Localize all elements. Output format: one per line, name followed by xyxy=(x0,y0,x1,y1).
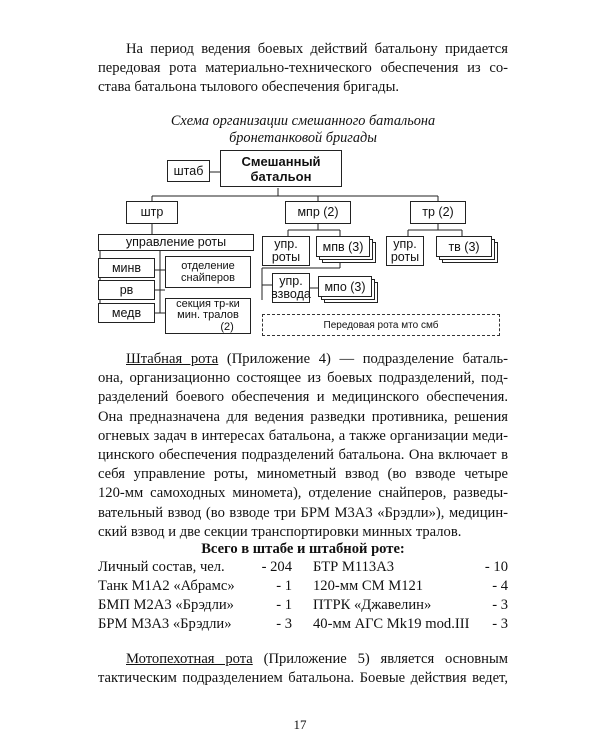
hq-line-2: разделений боевого обеспечения и медицин… xyxy=(98,389,508,406)
intro-line-2: передовая рота материально-технического … xyxy=(98,60,508,77)
root-label-2: батальон xyxy=(250,168,312,184)
hq-line-4: огневых задач в интересах батальона, а т… xyxy=(98,427,508,444)
tr-box: тр (2) xyxy=(410,201,466,224)
minv-box: минв xyxy=(98,258,155,278)
totals-left-value-4: - 3 xyxy=(276,616,292,632)
totals-left-name-4: БРМ М3А3 «Брэдли» xyxy=(98,616,232,632)
snipers-label-1: отделение xyxy=(181,260,235,272)
platoon-mgmt-label-2: взвода xyxy=(271,287,311,301)
diagram-caption: Схема организации смешанного батальона б… xyxy=(98,113,508,147)
totals-right-name-4: 40-мм АГС Mk19 mod.III xyxy=(313,616,470,632)
totals-right-name-2: 120-мм СМ М121 xyxy=(313,578,424,594)
hq-box: штаб xyxy=(167,160,210,182)
tv-label: тв (3) xyxy=(448,239,480,254)
hq-line-9: ский взвод и две секции транспортировки … xyxy=(98,523,462,540)
tr-mgmt-label-1: упр. xyxy=(393,237,417,251)
hq-line-6: себя управление роты, минометный взвод (… xyxy=(98,466,508,483)
intro-line-3: става батальона тылового обеспечения бри… xyxy=(98,79,400,96)
mine-trawl-label-2: мин. тралов xyxy=(177,309,239,322)
infantry-line-1: тактическим подразделением батальона. Бо… xyxy=(98,670,508,687)
medv-box: медв xyxy=(98,303,155,323)
mine-trawl-label-1: секция тр-ки xyxy=(176,297,240,310)
totals-title: Всего в штабе и штабной роте: xyxy=(201,541,405,557)
infantry-first-line: (Приложение 5) является основным xyxy=(252,651,508,667)
hq-line-8: вательный взвод (во взводе три БРМ М3А3 … xyxy=(98,504,508,521)
tr-company-mgmt-box: упр. роты xyxy=(386,236,424,266)
caption-line-2: бронетанковой бригады xyxy=(229,130,377,146)
rv-box: рв xyxy=(98,280,155,300)
intro-line-1: На период ведения боевых действий баталь… xyxy=(126,41,508,57)
snipers-label-2: снайперов xyxy=(181,272,235,284)
hq-line-3: Она предназначена для ведения разведки п… xyxy=(98,408,508,425)
intro-paragraph: На период ведения боевых действий баталь… xyxy=(98,40,508,98)
tr-mgmt-label-2: роты xyxy=(390,250,420,264)
totals-right-value-4: - 3 xyxy=(492,616,508,632)
totals-left-value-2: - 1 xyxy=(276,578,292,594)
totals-right-value-3: - 3 xyxy=(492,597,508,613)
root-label-1: Смешанный xyxy=(241,153,321,169)
mpv-stack: мпв (3) xyxy=(316,236,376,263)
forward-company-box: Передовая рота мто смб xyxy=(262,314,500,336)
mpr-box: мпр (2) xyxy=(285,201,351,224)
platoon-mgmt-label-1: упр. xyxy=(279,274,303,288)
mpr-mgmt-label-2: роты xyxy=(271,250,301,264)
root-box-battalion: Смешанный батальон xyxy=(220,150,342,187)
mine-trawl-label-3: (2) xyxy=(220,320,234,333)
mpr-company-mgmt-box: упр. роты xyxy=(262,236,310,266)
infantry-title: Мотопехотная рота xyxy=(126,651,253,667)
hq-company-title: Штабная рота xyxy=(126,351,219,367)
mine-trawl-section-box: секция тр-ки мин. тралов (2) xyxy=(165,298,251,334)
hq-line-5: цинского обеспечения подразделений батал… xyxy=(98,447,508,464)
hq-line-7: 120-мм самоходных миномета), отделение с… xyxy=(98,485,508,502)
totals-right-name-3: ПТРК «Джавелин» xyxy=(313,597,432,613)
infantry-paragraph: Мотопехотная рота (Приложение 5) являетс… xyxy=(98,650,508,688)
str-box: штр xyxy=(126,201,178,224)
totals-right-value-2: - 4 xyxy=(492,578,508,594)
hq-company-first-line: (Приложение 4) — подразделение баталь- xyxy=(218,351,509,367)
mpo-label: мпо (3) xyxy=(324,279,366,294)
totals-right-value-1: - 10 xyxy=(484,559,508,575)
totals-left-value-1: - 204 xyxy=(261,559,292,575)
hq-company-paragraph: Штабная рота (Приложение 4) — подразделе… xyxy=(98,350,508,542)
tv-stack: тв (3) xyxy=(436,236,498,263)
platoon-mgmt-box: упр. взвода xyxy=(271,273,311,303)
mpv-label: мпв (3) xyxy=(322,239,364,254)
mpo-stack: мпо (3) xyxy=(318,276,378,303)
hq-line-1: она, организационно состоящее из боевых … xyxy=(98,370,508,387)
totals-left-name-3: БМП М2А3 «Брэдли» xyxy=(98,597,234,613)
totals-left-value-3: - 1 xyxy=(276,597,292,613)
caption-line-1: Схема организации смешанного батальона xyxy=(170,113,436,129)
mpr-mgmt-label-1: упр. xyxy=(274,237,298,251)
totals-left-name-1: Личный состав, чел. xyxy=(98,559,225,575)
snipers-box: отделение снайперов xyxy=(165,256,251,288)
company-management-box: управление роты xyxy=(98,234,254,251)
page-number: 17 xyxy=(293,717,307,732)
totals-left-name-2: Танк М1А2 «Абрамс» xyxy=(98,578,235,594)
totals-right-name-1: БТР М113А3 xyxy=(313,559,395,575)
